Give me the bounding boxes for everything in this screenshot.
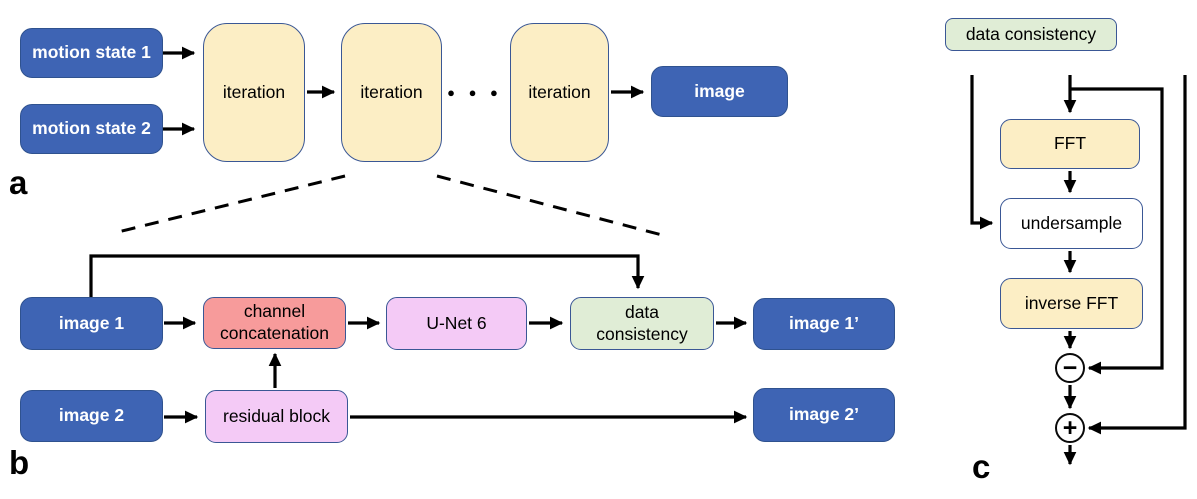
add-glyph: + [1062,413,1078,442]
panel-a-connectors [117,46,663,237]
node-undersample-label: undersample [1020,212,1123,233]
node-unet: U-Net 6 [386,297,527,350]
node-iteration-3-label: iteration [528,81,591,102]
node-motion-state-2: motion state 2 [20,104,163,154]
node-image-label: image [694,80,745,101]
panel-a-label: a [9,164,28,201]
node-motion-state-1-label: motion state 1 [32,42,151,63]
subtract-glyph: − [1062,353,1078,382]
node-fft: FFT [1000,119,1140,169]
node-inverse-fft: inverse FFT [1000,278,1143,329]
node-image-1-prime-label: image 1’ [788,313,860,334]
node-image-2-prime: image 2’ [753,388,895,442]
node-inverse-fft-label: inverse FFT [1024,292,1119,313]
node-fft-label: FFT [1053,133,1087,154]
node-data-consistency-c: data consistency [945,18,1117,51]
node-iteration-1: iteration [203,23,305,162]
node-channel-concatenation-label: channel concatenation [220,301,329,343]
node-data-consistency-c-label: data consistency [965,23,1097,44]
node-motion-state-1: motion state 1 [20,28,163,78]
node-undersample: undersample [1000,198,1143,249]
node-unet-label: U-Net 6 [426,312,487,333]
node-residual-block-label: residual block [223,405,330,426]
node-image-1-label: image 1 [58,312,125,333]
node-residual-block: residual block [205,390,348,443]
node-image-1-prime: image 1’ [753,298,895,350]
node-image-2-prime-label: image 2’ [788,404,860,425]
node-data-consistency-b-label: data consistency [596,301,688,344]
panel-b-connectors [89,254,748,424]
node-iteration-1-label: iteration [222,81,286,102]
node-iteration-2: iteration [341,23,442,162]
node-channel-concatenation: channel concatenation [203,297,346,349]
node-iteration-3: iteration [510,23,609,162]
node-image: image [651,66,788,117]
node-image-2: image 2 [20,390,163,442]
panel-c-label: c [972,448,991,485]
node-motion-state-2-label: motion state 2 [32,118,151,139]
node-iteration-2-label: iteration [360,81,423,102]
add-node-icon: + [1055,413,1085,443]
subtract-node-icon: − [1055,353,1085,383]
node-data-consistency-b: data consistency [570,297,714,350]
panel-b-label: b [9,444,30,481]
ellipsis-dots: ● ● ● [447,84,503,100]
panel-c-connectors [970,75,1187,466]
node-image-2-label: image 2 [58,405,125,426]
node-image-1: image 1 [20,297,163,350]
